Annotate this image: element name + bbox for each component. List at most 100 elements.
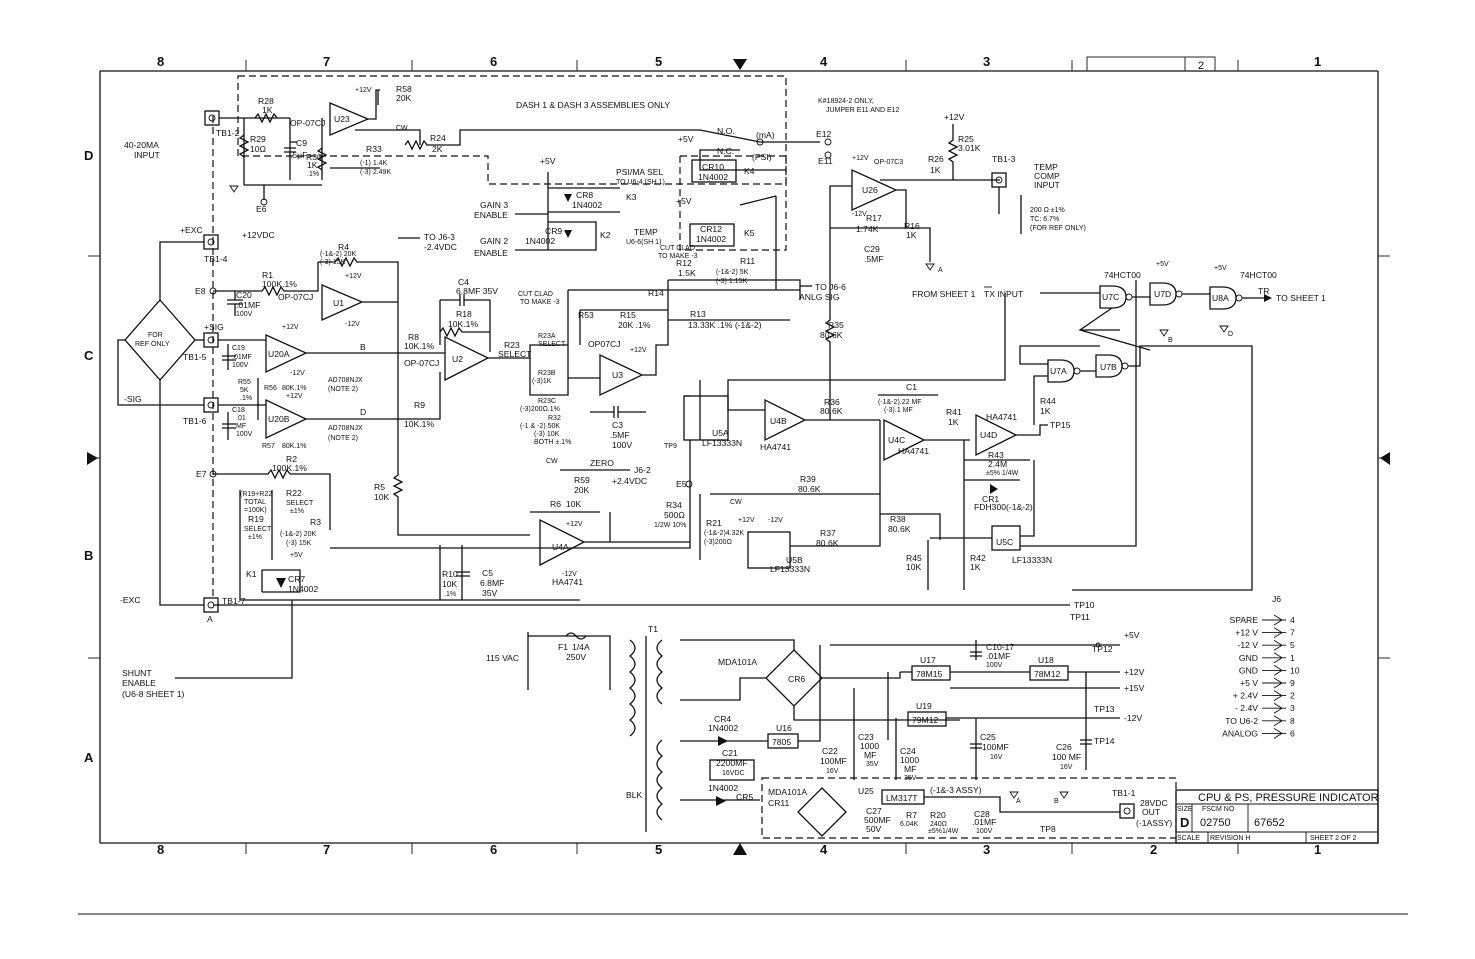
r8-value: 10K.1%	[404, 341, 434, 351]
cr10-label: CR10	[702, 162, 724, 172]
revision-label: REVISION H	[1210, 835, 1250, 842]
nc-label-1: N.C.	[717, 146, 734, 156]
j6-label: SPARE	[1230, 615, 1259, 625]
u5a-type: LF13333N	[702, 438, 742, 448]
c20-label: C20	[236, 290, 252, 300]
r34-tol: 1/2W 10%	[654, 522, 686, 529]
hct-2: 74HCT00	[1240, 270, 1277, 280]
r33-value-1: (-1) 1.4K	[360, 160, 388, 167]
rail-12v-out: +12V	[1124, 667, 1145, 677]
j6-pin: 8	[1290, 716, 1295, 726]
j6-pin-arrow	[1262, 652, 1286, 664]
input-label-2: INPUT	[134, 150, 161, 160]
c25-label: C25	[980, 732, 996, 742]
r44-value: 1K	[1040, 406, 1051, 416]
cutclad-a-1: CUT CLAD	[660, 245, 695, 252]
u17-value: 78M15	[916, 669, 942, 679]
r56-label: R56	[264, 385, 277, 392]
j6-pin-arrow	[1262, 627, 1286, 638]
u4d-type: HA4741	[986, 412, 1017, 422]
c29-value: .5MF	[864, 254, 884, 264]
cr6-label: CR6	[788, 674, 805, 684]
r11-value-1: (-1&-2) 5K	[716, 269, 749, 276]
u1-neg: -12V	[345, 321, 360, 328]
tb1-1-label: TB1-1	[1112, 788, 1136, 798]
zero-label: ZERO	[590, 458, 614, 468]
r5-label: R5	[374, 482, 385, 492]
r33-label: R33	[366, 144, 382, 154]
j6-title: J6	[1272, 594, 1281, 604]
r21-value-2: (-3)200Ω	[704, 539, 732, 546]
f1-value: 1/4A	[572, 642, 590, 652]
c21-value: 2200MF	[716, 758, 748, 768]
psima-sel-2: TO U6-4 (SH 1)	[616, 179, 665, 186]
temp-3: INPUT	[1034, 180, 1061, 190]
r38-label: R38	[890, 514, 906, 524]
cr12-value: 1N4002	[696, 234, 726, 244]
r2-label: R2	[286, 454, 297, 464]
r28-label: R28	[258, 96, 274, 106]
u4a-neg: -12V	[562, 571, 577, 578]
u8a-gnd: D	[1228, 331, 1233, 338]
u4c-label: U4C	[888, 435, 905, 445]
ma-label: (mA)	[756, 130, 775, 140]
u5a-label: U5A	[712, 428, 729, 438]
zone-col-2b: 2	[1150, 842, 1157, 857]
blk-label: BLK	[626, 790, 643, 800]
r18-value: 10K.1%	[448, 319, 478, 329]
op07cj-label: OP-07CJ	[290, 118, 325, 128]
ad708-a-1: AD708NJX	[328, 377, 363, 384]
cutclad-a-2: TO MAKE -3	[658, 253, 698, 260]
zone-col-4b: 4	[820, 842, 828, 857]
r43-value: 2.4M	[988, 459, 1007, 469]
mda2-label: MDA101A	[768, 787, 807, 797]
j6-pin: 3	[1290, 703, 1295, 713]
cr1-label: CR1	[982, 494, 999, 504]
u26-temp-circuit: +12V R25 3.01K R26 1K TB1-3 TEMP COMP IN…	[820, 112, 1086, 420]
u25-note: (-1&-3 ASSY)	[930, 785, 982, 795]
u20a-label: U20A	[268, 349, 290, 359]
scale-label: SCALE	[1177, 835, 1200, 842]
r45-value: 10K	[906, 562, 922, 572]
j6-label: TO U6-2	[1225, 716, 1258, 726]
c27-label: C27	[866, 806, 882, 816]
temp-val-3: (FOR REF ONLY)	[1030, 225, 1086, 232]
c22-volt: 16V	[826, 768, 839, 775]
vac-label: 115 VAC	[486, 653, 519, 663]
j6-pin: 10	[1290, 665, 1300, 675]
r38-value: 80.6K	[888, 524, 911, 534]
r39-value: 80.6K	[798, 484, 821, 494]
r37-label: R37	[820, 528, 836, 538]
u5c-type: LF13333N	[1012, 555, 1052, 565]
r12-value: 1.5K	[678, 268, 696, 278]
j6-label: ANALOG	[1222, 728, 1258, 738]
j6-label: GND	[1239, 653, 1258, 663]
r24-label: R24	[430, 133, 446, 143]
relay-section: N.O. N.C. (mA) (PSI) E12 E11 K#18924-2 O…	[474, 98, 900, 290]
gain2-1: GAIN 2	[480, 236, 508, 246]
dash-assemblies-note: DASH 1 & DASH 3 ASSEMBLIES ONLY	[516, 100, 670, 110]
middle-amplifiers: C4 6.8MF 35V R18 10K.1% R8 10K.1% OP-07C…	[398, 256, 846, 600]
u19-label: U19	[916, 701, 932, 711]
r9-value: 10K.1%	[404, 419, 434, 429]
u5b-pos: +12V	[738, 517, 755, 524]
rail-15v-out: +15V	[1124, 683, 1145, 693]
c10-label: C10-17	[986, 642, 1014, 652]
c19-value: .01MF	[232, 354, 252, 361]
r34-value: 500Ω	[664, 510, 685, 520]
tp13-label: TP13	[1094, 704, 1115, 714]
r29-label: R29	[250, 134, 266, 144]
tb1-4-label: TB1-4	[204, 254, 228, 264]
r55-tol: .1%	[240, 395, 252, 402]
c24-mf: MF	[904, 764, 916, 774]
tp8-label: TP8	[1040, 824, 1056, 834]
power-supply: 115 VAC F1 1/4A 250V T1 BLK MDA101A CR6 …	[486, 624, 1172, 837]
r12-label: R12	[676, 258, 692, 268]
r32-value-3: BOTH ±.1%	[534, 439, 571, 446]
u5b-neg: -12V	[768, 517, 783, 524]
r3-value-2: (-3) 15K	[286, 540, 312, 547]
r6-value: 10K	[566, 499, 582, 509]
j62-1: J6-2	[634, 465, 651, 475]
rail-5v-k4: +5V	[678, 134, 694, 144]
c25-volt: 16V	[990, 754, 1003, 761]
